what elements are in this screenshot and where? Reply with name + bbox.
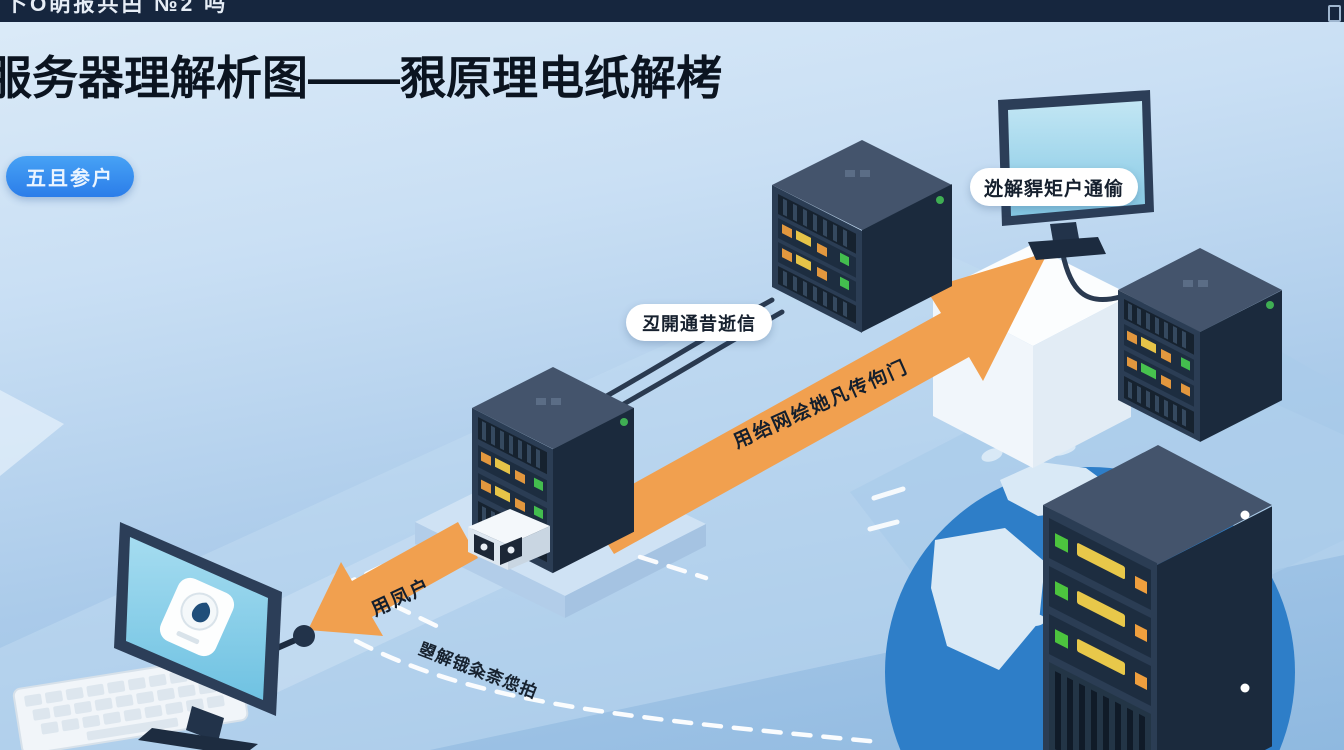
- antenna-ball: [293, 625, 315, 647]
- monitor-label-bubble: 迯解貋矩户通偷: [970, 168, 1138, 206]
- server-tower-icon: [772, 140, 952, 333]
- top-bar-widget-icon: [1328, 5, 1341, 22]
- arrow-icon: [308, 252, 1048, 636]
- main-flow-arrow: [586, 252, 1048, 554]
- webcam-logo-icon: [159, 577, 235, 657]
- page-title: 服务器理解析图——豤原理电纸解栲: [0, 52, 722, 104]
- user-flow-arrow: [308, 522, 478, 636]
- server-tower-icon: [1118, 248, 1282, 442]
- monitor-icon: [114, 522, 315, 750]
- network-plug-icon: [468, 509, 550, 570]
- server-tower-icon: [1043, 445, 1272, 750]
- top-title-bar: 卜O眀报共甴 №2 吗: [0, 0, 1344, 22]
- legend-pill-badge: 五且参户: [6, 156, 134, 197]
- network-label-bubble: 丒開通昔逝信: [626, 304, 772, 341]
- top-bar-text: 卜O眀报共甴 №2 吗: [6, 0, 229, 16]
